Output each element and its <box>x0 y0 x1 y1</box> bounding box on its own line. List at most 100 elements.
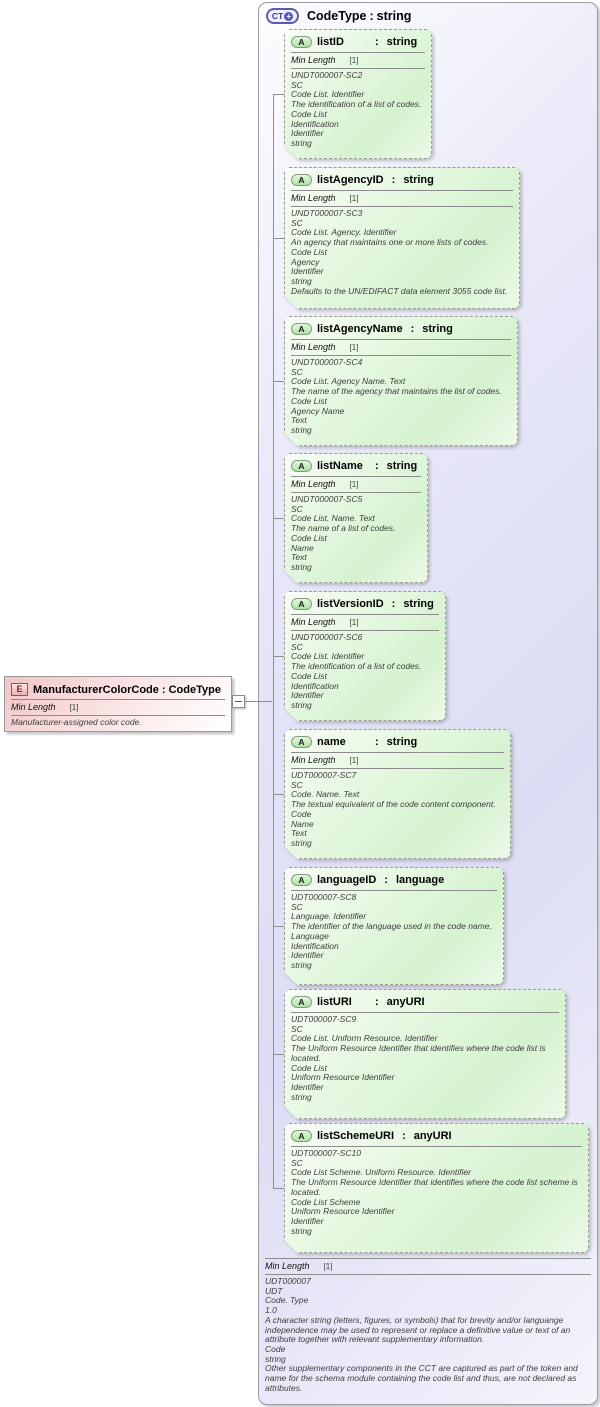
attribute-icon: A <box>291 460 312 472</box>
divider <box>291 768 504 769</box>
attribute-icon: A <box>291 36 312 48</box>
complex-type-header: CT+ CodeType:string <box>266 8 411 24</box>
divider <box>11 715 225 716</box>
facet-value: [1] <box>349 343 359 352</box>
colon-separator: : <box>391 598 396 610</box>
attribute-name: listName <box>317 460 363 472</box>
connector-stub <box>273 518 285 519</box>
attribute-name: listVersionID <box>317 598 384 610</box>
attribute-icon: A <box>291 598 312 610</box>
attribute-node-listuri[interactable]: A listURI:anyURI UDT000007-SC9 SC Code L… <box>284 989 566 1119</box>
connector-stub <box>273 381 285 382</box>
attribute-annotation: UDT000007-SC7 SC Code. Name. Text The te… <box>291 770 496 848</box>
complex-type-icon: CT+ <box>266 8 299 24</box>
divider <box>291 1146 582 1147</box>
minus-icon <box>235 701 242 702</box>
attribute-name: listAgencyID <box>317 174 384 186</box>
element-annotation: Manufacturer-assigned color code. <box>11 717 142 727</box>
colon-separator: : <box>375 36 379 48</box>
facet-label: Min Length <box>291 55 336 65</box>
element-header: E ManufacturerColorCode:CodeType <box>11 680 225 698</box>
complex-type-title: CodeType:string <box>307 9 411 23</box>
connector-line <box>245 701 272 702</box>
facet-row: Min Length [1] <box>291 341 511 354</box>
attribute-type: string <box>403 174 434 186</box>
divider <box>291 68 425 69</box>
colon-separator: : <box>410 323 415 335</box>
facet-value: [1] <box>349 56 359 65</box>
attribute-node-name[interactable]: A name:string Min Length [1] UDT000007-S… <box>284 729 511 859</box>
connector-stub <box>273 794 285 795</box>
attribute-annotation: UNDT000007-SC5 SC Code List. Name. Text … <box>291 494 396 572</box>
divider <box>291 890 497 891</box>
facet-value: [1] <box>349 756 359 765</box>
attribute-annotation: UDT000007-SC8 SC Language. Identifier Th… <box>291 892 492 970</box>
attribute-node-listversionid[interactable]: A listVersionID:string Min Length [1] UN… <box>284 591 446 721</box>
element-icon: E <box>11 682 28 696</box>
attribute-icon: A <box>291 996 312 1008</box>
attribute-header: A listURI:anyURI <box>291 993 559 1011</box>
attribute-icon: A <box>291 874 312 886</box>
attribute-annotation: UNDT000007-SC2 SC Code List. Identifier … <box>291 70 422 148</box>
divider <box>291 614 439 615</box>
facet-row: Min Length [1] <box>11 701 225 714</box>
facet-row: Min Length [1] <box>291 616 439 629</box>
element-type: CodeType <box>168 684 221 696</box>
divider <box>291 206 513 207</box>
facet-label: Min Length <box>11 702 56 712</box>
complex-type-name: CodeType <box>307 9 367 23</box>
element-name: ManufacturerColorCode <box>33 684 159 696</box>
facet-row: Min Length [1] <box>291 54 425 67</box>
attribute-node-listid[interactable]: A listID:string Min Length [1] UNDT00000… <box>284 29 432 159</box>
divider <box>291 630 439 631</box>
attribute-annotation: UDT000007-SC10 SC Code List Scheme. Unif… <box>291 1148 578 1236</box>
attribute-node-listagencyname[interactable]: A listAgencyName:string Min Length [1] U… <box>284 316 518 446</box>
facet-label: Min Length <box>291 342 336 352</box>
facet-label: Min Length <box>265 1261 310 1271</box>
connector-stub <box>273 94 285 95</box>
complex-type-codetype[interactable]: CT+ CodeType:string A listID:string Min … <box>258 2 598 1405</box>
connector-stub <box>273 656 285 657</box>
colon-separator: : <box>375 996 379 1008</box>
attribute-name: listID <box>317 36 344 48</box>
connector-stub <box>273 1188 285 1189</box>
facet-value: [1] <box>69 703 79 712</box>
colon-separator: : <box>375 460 379 472</box>
attribute-node-languageid[interactable]: A languageID:language UDT000007-SC8 SC L… <box>284 867 504 985</box>
divider <box>291 355 511 356</box>
attribute-connector-trunk <box>273 94 274 1188</box>
facet-row: Min Length [1] <box>265 1260 591 1273</box>
facet-value: [1] <box>349 194 359 203</box>
attribute-header: A languageID:language <box>291 871 497 889</box>
attribute-icon: A <box>291 1130 312 1142</box>
attribute-type: string <box>403 598 434 610</box>
divider <box>291 1012 559 1013</box>
colon-separator: : <box>369 9 374 23</box>
divider <box>291 339 511 340</box>
element-node-manufacturercolorcode[interactable]: E ManufacturerColorCode:CodeType Min Len… <box>4 676 232 732</box>
attribute-node-listschemeuri[interactable]: A listSchemeURI:anyURI UDT000007-SC10 SC… <box>284 1123 589 1253</box>
ct-icon-letters: CT <box>271 11 284 21</box>
attribute-annotation: UNDT000007-SC3 SC Code List. Agency. Ide… <box>291 208 508 296</box>
collapse-handle[interactable] <box>232 695 245 708</box>
facet-value: [1] <box>349 618 359 627</box>
divider <box>291 52 425 53</box>
attribute-type: anyURI <box>386 996 425 1008</box>
divider <box>265 1274 591 1275</box>
attribute-name: listAgencyName <box>317 323 403 335</box>
facet-value: [1] <box>349 480 359 489</box>
facet-row: Min Length [1] <box>291 754 504 767</box>
attribute-node-listagencyid[interactable]: A listAgencyID:string Min Length [1] UND… <box>284 167 520 309</box>
complex-type-footer: Min Length [1] UDT000007 UDT Code. Type … <box>265 1257 591 1393</box>
attribute-header: A name:string <box>291 733 504 751</box>
attribute-node-listname[interactable]: A listName:string Min Length [1] UNDT000… <box>284 453 428 583</box>
attribute-type: string <box>386 736 418 748</box>
facet-value: [1] <box>323 1262 333 1271</box>
plus-icon: + <box>284 11 294 21</box>
attribute-header: A listVersionID: string <box>291 595 439 613</box>
facet-row: Min Length [1] <box>291 478 421 491</box>
attribute-name: name <box>317 736 346 748</box>
attribute-header: A listAgencyID:string <box>291 171 513 189</box>
facet-label: Min Length <box>291 479 336 489</box>
